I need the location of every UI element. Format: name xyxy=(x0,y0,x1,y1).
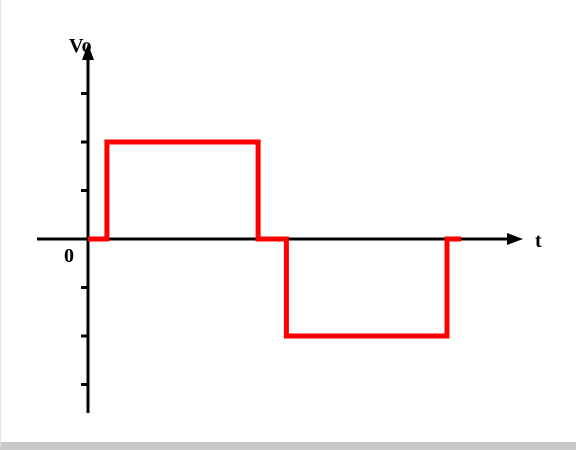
y-axis-arrowhead xyxy=(82,44,94,60)
signal-series-line xyxy=(88,139,462,339)
axes xyxy=(37,44,523,413)
y-ticks xyxy=(81,92,88,386)
origin-label: 0 xyxy=(64,245,74,267)
y-axis-label: Vo xyxy=(69,35,92,57)
x-axis-arrowhead xyxy=(507,233,523,245)
x-axis-label: t xyxy=(535,230,542,252)
